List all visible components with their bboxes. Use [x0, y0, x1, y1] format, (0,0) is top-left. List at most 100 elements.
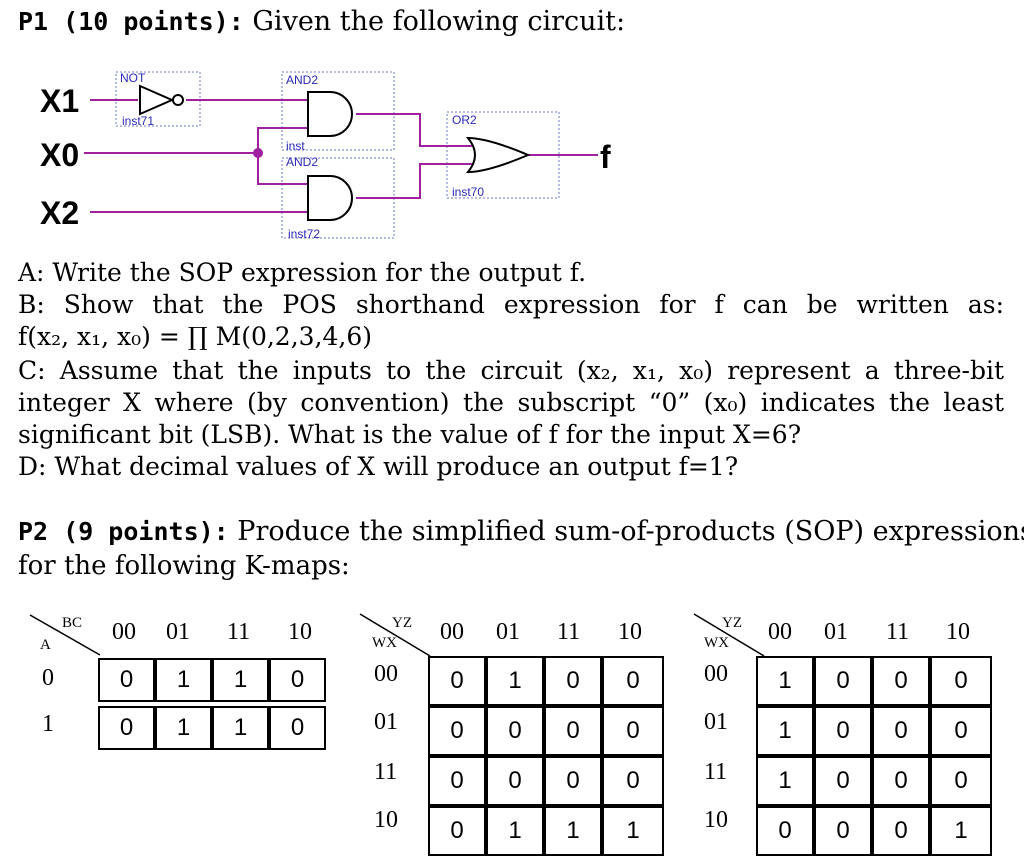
kmap-2-cell: 1	[544, 806, 602, 856]
or-instance-box	[446, 111, 560, 199]
kmap-2-row-label: 10	[374, 807, 398, 833]
kmap-3-cell: 1	[756, 756, 814, 806]
kmap-2-cell: 0	[602, 756, 664, 806]
kmap-3-row-label: 01	[704, 709, 728, 735]
kmap-2-col-label: 11	[557, 619, 581, 645]
p1-label: P1 (10 points):	[18, 7, 244, 36]
kmap-3-cell: 0	[872, 756, 930, 806]
kmap-2-cell: 0	[428, 806, 486, 856]
kmap-1-col-var: BC	[62, 615, 83, 631]
not-bubble	[172, 94, 184, 106]
kmap-1-col-label: 00	[112, 619, 136, 645]
kmap-1-row-label: 1	[42, 711, 54, 737]
input-label-x1: X1	[40, 83, 79, 119]
p1-intro: Given the following circuit:	[243, 6, 626, 37]
kmap-2-cell: 1	[486, 656, 544, 706]
kmap-1: BC A 00 01 11 10 0 1 0 1 1 0 0 1 1 0	[0, 600, 340, 760]
p2-line2: for the following K-maps:	[18, 551, 350, 581]
kmap-3-cell: 0	[930, 656, 992, 706]
input-label-x2: X2	[40, 195, 79, 231]
and-gate-bottom	[307, 175, 353, 221]
kmap-2-cell: 0	[428, 656, 486, 706]
kmap-3-cell: 0	[814, 806, 872, 856]
kmap-1-cell: 1	[212, 706, 269, 750]
p2-label: P2 (9 points):	[18, 517, 229, 546]
kmap-2: YZ WX 00 01 11 10 00 01 11 10 0 1 0 0 0 …	[350, 600, 680, 858]
not-gate	[139, 84, 175, 116]
wire-x0-to-and-bottom	[257, 153, 308, 185]
p1-question-c-line2: integer X where (by convention) the subs…	[18, 388, 1004, 417]
kmap-2-corner-diagonal	[359, 613, 431, 657]
wire-and-top-out	[356, 113, 472, 147]
kmap-2-col-var: YZ	[392, 615, 412, 631]
p1-question-b-line1: B: Show that the POS shorthand expressio…	[18, 290, 1004, 319]
kmap-3-cell: 0	[930, 706, 992, 756]
kmap-2-cell: 0	[428, 706, 486, 756]
kmap-3-corner-diagonal	[693, 613, 765, 657]
kmap-1-col-label: 01	[166, 619, 190, 645]
kmap-2-cell: 0	[428, 756, 486, 806]
kmap-1-cell: 1	[155, 658, 212, 702]
logic-circuit-diagram: NOT inst71 AND2 inst AND2 inst72 OR2 ins…	[40, 71, 611, 241]
kmap-2-row-label: 01	[374, 709, 398, 735]
kmap-3: YZ WX 00 01 11 10 00 01 11 10 1 0 0 0 1 …	[682, 600, 1022, 858]
kmap-2-col-label: 00	[440, 619, 464, 645]
kmap-3-col-label: 10	[946, 619, 970, 645]
kmap-3-col-label: 00	[768, 619, 792, 645]
kmap-1-cell: 0	[98, 658, 155, 702]
kmap-2-row-label: 00	[374, 661, 398, 687]
kmap-1-corner-diagonal	[29, 614, 101, 656]
p1-question-c-line1: C: Assume that the inputs to the circuit…	[18, 356, 1004, 385]
kmap-2-col-label: 01	[496, 619, 520, 645]
kmap-3-cell: 0	[872, 656, 930, 706]
label-and-top: AND2	[286, 73, 318, 87]
or-gate	[465, 136, 531, 174]
kmap-3-cell: 1	[930, 806, 992, 856]
kmap-3-cell: 0	[814, 756, 872, 806]
kmap-3-cell: 0	[756, 806, 814, 856]
kmap-2-cell: 1	[602, 806, 664, 856]
label-and-bottom-inst: inst72	[288, 227, 320, 241]
kmap-3-row-label: 00	[704, 661, 728, 687]
kmap-2-cell: 0	[602, 656, 664, 706]
kmap-1-cell: 1	[155, 706, 212, 750]
p1-question-c-line3: significant bit (LSB). What is the value…	[18, 420, 802, 449]
kmap-3-cell: 1	[756, 656, 814, 706]
kmap-2-cell: 0	[544, 706, 602, 756]
input-label-x0: X0	[40, 137, 79, 173]
kmap-1-row-label: 0	[42, 665, 54, 691]
kmap-1-cell: 0	[98, 706, 155, 750]
p2-line1: Produce the simplified sum-of-products (…	[228, 516, 1024, 547]
kmap-2-cell: 0	[486, 706, 544, 756]
kmap-1-cell: 0	[269, 706, 326, 750]
kmap-2-cell: 0	[486, 756, 544, 806]
p2-heading: P2 (9 points): Produce the simplified su…	[18, 516, 1024, 548]
kmap-2-row-label: 11	[374, 759, 398, 785]
kmap-1-cell: 1	[212, 658, 269, 702]
kmap-3-cell: 0	[872, 706, 930, 756]
kmap-3-col-label: 11	[886, 619, 910, 645]
kmap-2-cell: 0	[544, 656, 602, 706]
and-top-instance-box	[281, 71, 395, 151]
kmap-2-cell: 1	[486, 806, 544, 856]
p1-question-a: A: Write the SOP expression for the outp…	[18, 258, 587, 287]
p1-question-d: D: What decimal values of X will produce…	[18, 452, 739, 481]
wire-and-bottom-out	[356, 163, 472, 199]
kmap-3-row-var: WX	[704, 635, 729, 651]
junction-dot	[253, 148, 263, 158]
label-or-inst: inst70	[452, 185, 484, 199]
kmap-3-row-label: 10	[704, 807, 728, 833]
label-and-bottom: AND2	[286, 155, 318, 169]
label-or: OR2	[452, 113, 477, 127]
p1-question-b-line2: f(x₂, x₁, x₀) = ∏ M(0,2,3,4,6)	[18, 322, 373, 351]
wire-x0-to-and-top	[257, 127, 308, 153]
kmap-3-col-var: YZ	[722, 615, 742, 631]
kmap-1-col-label: 10	[288, 619, 312, 645]
kmap-3-col-label: 01	[824, 619, 848, 645]
and-gate-top	[307, 91, 353, 137]
label-not: NOT	[120, 71, 146, 85]
kmap-1-cell: 0	[269, 658, 326, 702]
kmap-3-cell: 0	[814, 706, 872, 756]
kmap-3-cell: 0	[814, 656, 872, 706]
kmap-3-cell: 1	[756, 706, 814, 756]
